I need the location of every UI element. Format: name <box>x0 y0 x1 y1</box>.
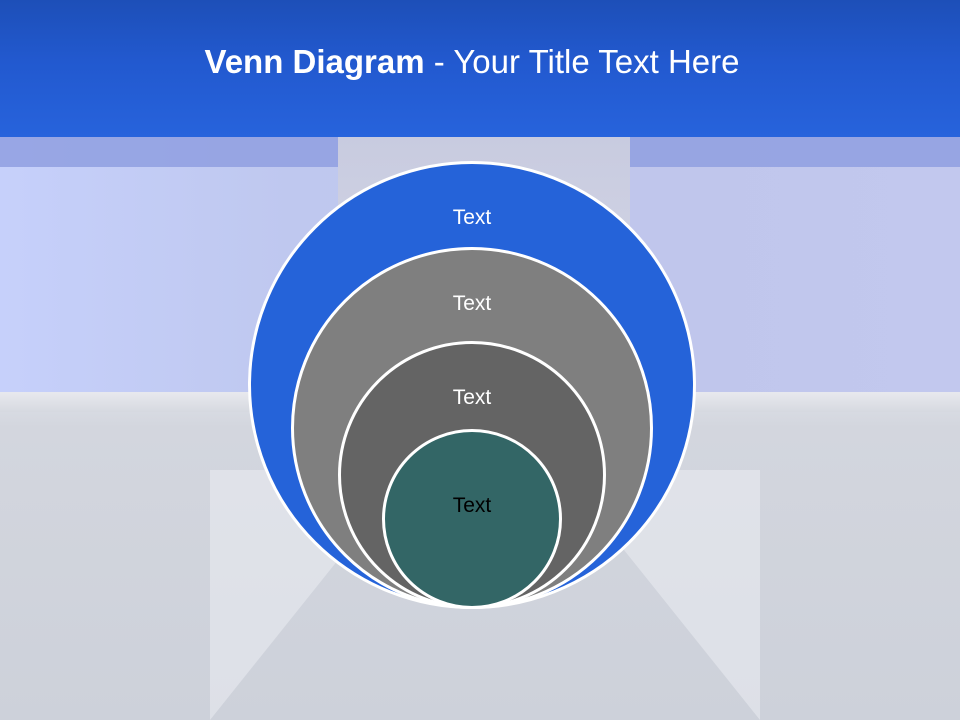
inner-circle <box>382 429 562 609</box>
slide-title-bold: Venn Diagram <box>204 43 425 80</box>
third-circle-label: Text <box>453 386 492 409</box>
title-bar: Venn Diagram - Your Title Text Here <box>0 0 960 137</box>
outer-circle-label: Text <box>453 206 492 229</box>
inner-circle-label: Text <box>453 494 492 517</box>
slide-title: Venn Diagram - Your Title Text Here <box>0 40 944 84</box>
second-circle-label: Text <box>453 292 492 315</box>
slide-title-rest: - Your Title Text Here <box>424 43 740 80</box>
